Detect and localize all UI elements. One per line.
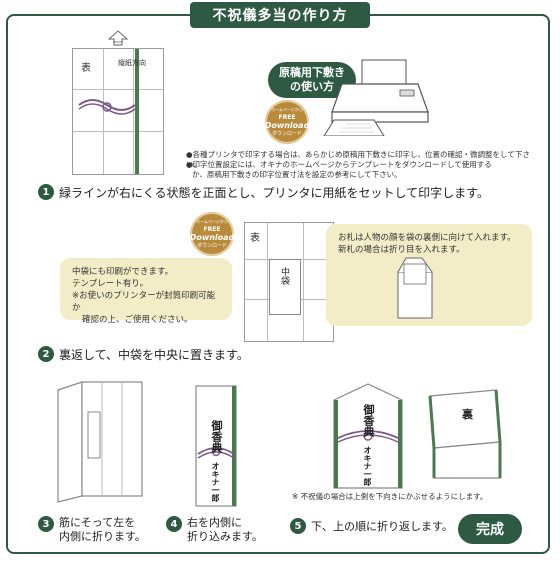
up-arrow-icon: [108, 30, 128, 46]
step-4-instruction: 4 右を内側に折り込みます。: [166, 516, 286, 544]
back-label: 裏: [462, 408, 473, 421]
left-info-bubble: 中袋にも印刷ができます。 テンプレート有り。 ※お使いのプリンターが封筒印刷可能…: [60, 258, 232, 325]
step5-front-text: 御香典: [362, 404, 375, 437]
printed-paper: 表 中袋: [244, 222, 334, 342]
step4-front-text: 御香典: [210, 420, 223, 453]
fold-left-diagram: [57, 381, 143, 503]
page-title: 不祝儀多当の作り方: [190, 2, 370, 28]
step-5-instruction: 5 下、上の順に折り返します。: [290, 518, 460, 534]
step-number-5: 5: [290, 518, 306, 534]
paper-front-label-2: 表: [250, 233, 260, 244]
final-envelope-back: [428, 389, 502, 479]
note-line-3: か、原稿用下敷きの印字位置寸法を設定の参考にして下さい。: [192, 170, 402, 179]
download-badge-2[interactable]: ホームページから FREE Download ダウンロード: [190, 212, 234, 256]
step-number-3: 3: [38, 516, 54, 532]
note-line-2: ●印字位置設定には、オキナのホームページからテンプレートをダウンロードして使用す…: [186, 160, 492, 169]
step-2-text: 裏返して、中袋を中央に置きます。: [59, 348, 249, 362]
paper-front-label: 表: [81, 63, 91, 74]
step-1-text: 緑ラインが右にくる状態を正面とし、プリンタに用紙をセットして印字します。: [59, 186, 489, 200]
final-envelope-front: [333, 383, 403, 489]
step5-name-text: オキナ一郎: [363, 446, 372, 486]
step-number-1: 1: [38, 184, 54, 200]
step-1-instruction: 1 緑ラインが右にくる状態を正面とし、プリンタに用紙をセットして印字します。: [38, 184, 518, 201]
pill-line-1: 原稿用下敷き: [279, 66, 345, 79]
step4-name-text: オキナ一郎: [211, 462, 220, 502]
pill-line-2: の使い方: [290, 80, 334, 93]
mizuhiki-knot-icon: [78, 99, 136, 115]
unfolded-paper: 表: [72, 48, 164, 175]
step-number-4: 4: [166, 516, 182, 532]
inner-envelope-label: 中袋: [279, 267, 289, 285]
step-3-instruction: 3 筋にそって左を内側に折ります。: [38, 516, 158, 544]
direction-label: 縦紙方向: [118, 59, 146, 67]
inner-envelope-icon: [397, 257, 433, 319]
fold-right-diagram: [195, 385, 237, 507]
step5-note: ※ 不祝儀の場合は上側を下向きにかぶせるようにします。: [292, 492, 488, 501]
printer-icon: [323, 59, 429, 136]
step-number-2: 2: [38, 346, 54, 362]
step-2-instruction: 2 裏返して、中袋を中央に置きます。: [38, 346, 338, 363]
step-5-text: 下、上の順に折り返します。: [311, 520, 453, 533]
download-badge[interactable]: ホームページから FREE Download ダウンロード: [265, 100, 309, 144]
note-line-1: ●各種プリンタで印字する場合は、あらかじめ原稿用下敷きに印字し、位置の確認・微調…: [186, 150, 530, 169]
complete-badge: 完成: [458, 514, 522, 544]
